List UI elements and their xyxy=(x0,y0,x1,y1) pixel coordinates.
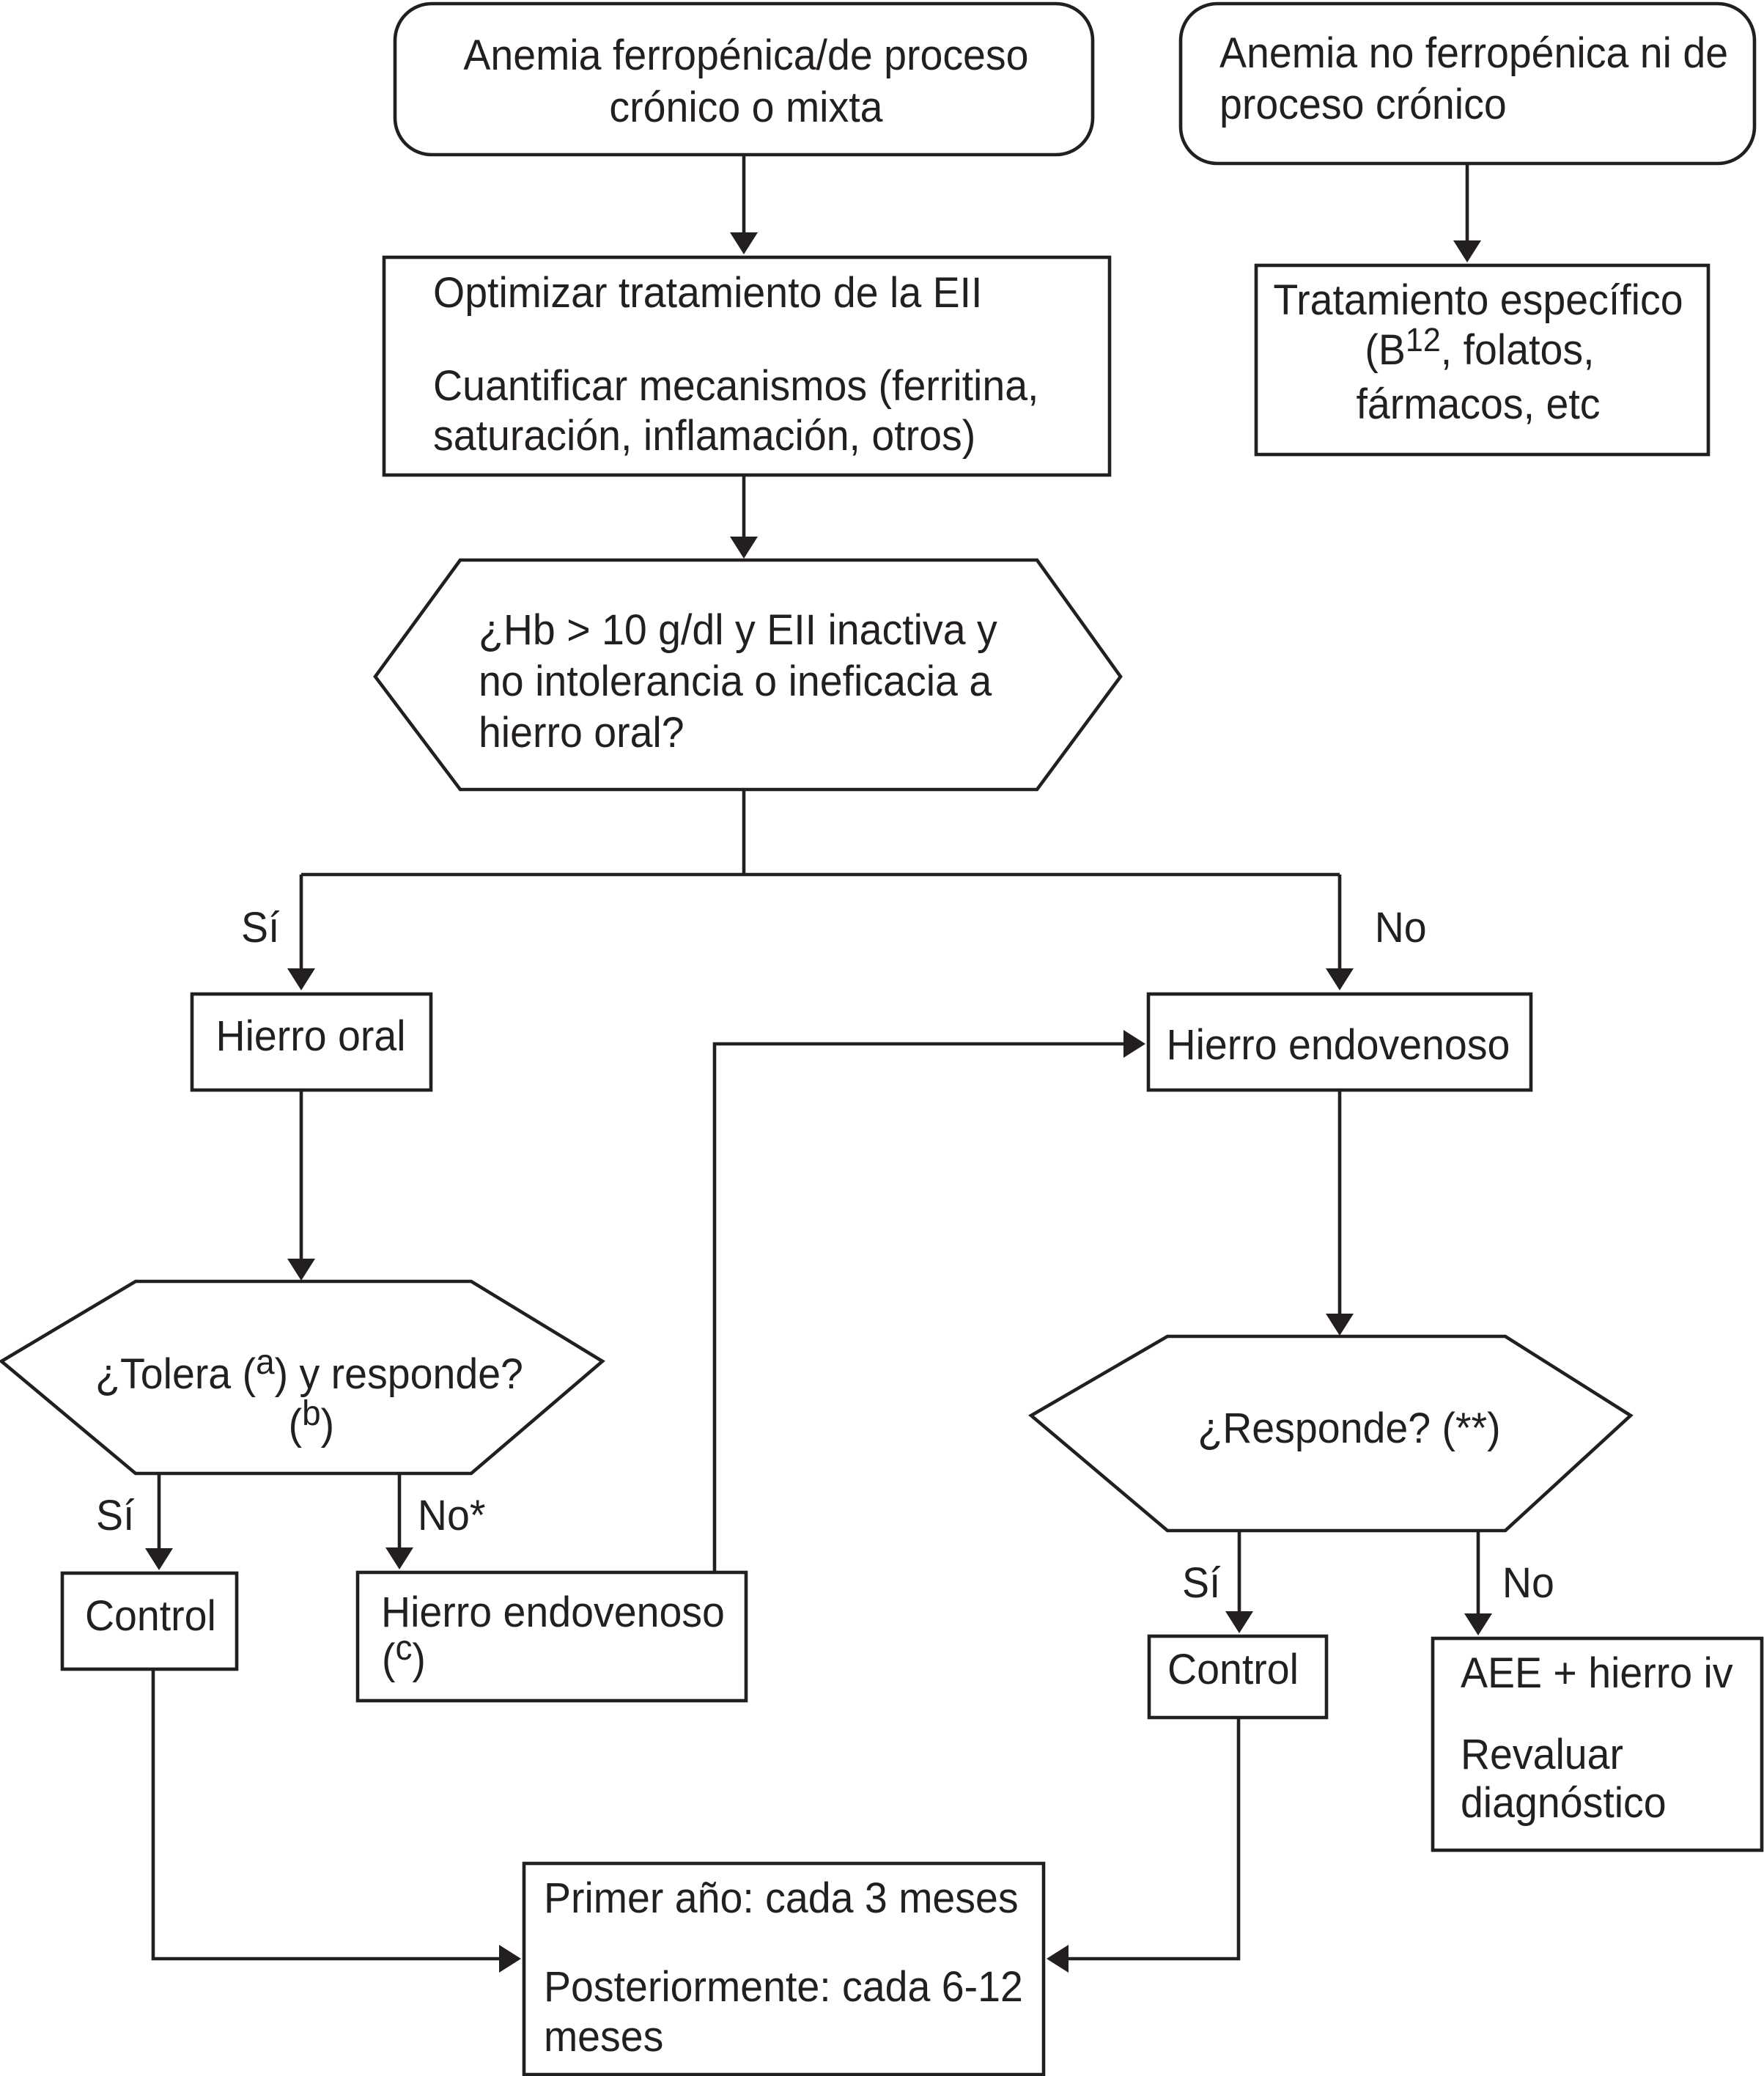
svg-text:AEE + hierro iv: AEE + hierro iv xyxy=(1461,1650,1733,1697)
svg-text:Cuantificar mecanismos (ferrit: Cuantificar mecanismos (ferritina, xyxy=(433,363,1038,410)
svg-text:(B12, folatos,: (B12, folatos, xyxy=(1365,322,1594,374)
svg-text:Sí: Sí xyxy=(241,905,280,952)
svg-text:Hierro endovenoso: Hierro endovenoso xyxy=(1167,1022,1510,1069)
svg-text:fármacos, etc: fármacos, etc xyxy=(1356,381,1600,428)
svg-text:Revaluar: Revaluar xyxy=(1461,1731,1623,1778)
svg-text:Sí: Sí xyxy=(96,1492,135,1539)
svg-text:Tratamiento específico: Tratamiento específico xyxy=(1273,277,1683,324)
svg-text:hierro oral?: hierro oral? xyxy=(479,710,684,757)
svg-text:¿Tolera (a) y responde?: ¿Tolera (a) y responde? xyxy=(95,1341,523,1398)
svg-text:Anemia no ferropénica ni de: Anemia no ferropénica ni de xyxy=(1219,30,1728,77)
svg-text:Primer año: cada 3 meses: Primer año: cada 3 meses xyxy=(544,1875,1019,1922)
svg-text:Hierro endovenoso: Hierro endovenoso xyxy=(381,1589,725,1636)
svg-text:Sí: Sí xyxy=(1182,1560,1221,1607)
svg-text:meses: meses xyxy=(544,2014,663,2061)
svg-text:No: No xyxy=(1502,1560,1554,1607)
svg-text:Control: Control xyxy=(1167,1646,1299,1693)
svg-text:¿Hb > 10 g/dl y EII inactiva y: ¿Hb > 10 g/dl y EII inactiva y xyxy=(479,607,997,654)
svg-text:crónico o mixta: crónico o mixta xyxy=(609,84,883,131)
svg-text:¿Responde? (**): ¿Responde? (**) xyxy=(1197,1405,1500,1452)
svg-text:Posteriormente: cada 6-12: Posteriormente: cada 6-12 xyxy=(544,1964,1023,2011)
svg-text:No*: No* xyxy=(418,1492,486,1539)
svg-text:(b): (b) xyxy=(289,1393,335,1449)
svg-text:proceso crónico: proceso crónico xyxy=(1219,81,1507,128)
svg-text:no intolerancia o ineficacia a: no intolerancia o ineficacia a xyxy=(479,658,992,705)
svg-text:No: No xyxy=(1375,905,1427,952)
svg-text:Anemia ferropénica/de proceso: Anemia ferropénica/de proceso xyxy=(463,32,1028,79)
svg-text:Control: Control xyxy=(85,1593,216,1640)
svg-text:diagnóstico: diagnóstico xyxy=(1461,1780,1667,1827)
svg-text:Hierro oral: Hierro oral xyxy=(216,1013,406,1060)
svg-text:saturación, inflamación, otros: saturación, inflamación, otros) xyxy=(433,413,975,460)
svg-text:Optimizar tratamiento de la EI: Optimizar tratamiento de la EII xyxy=(433,270,982,317)
